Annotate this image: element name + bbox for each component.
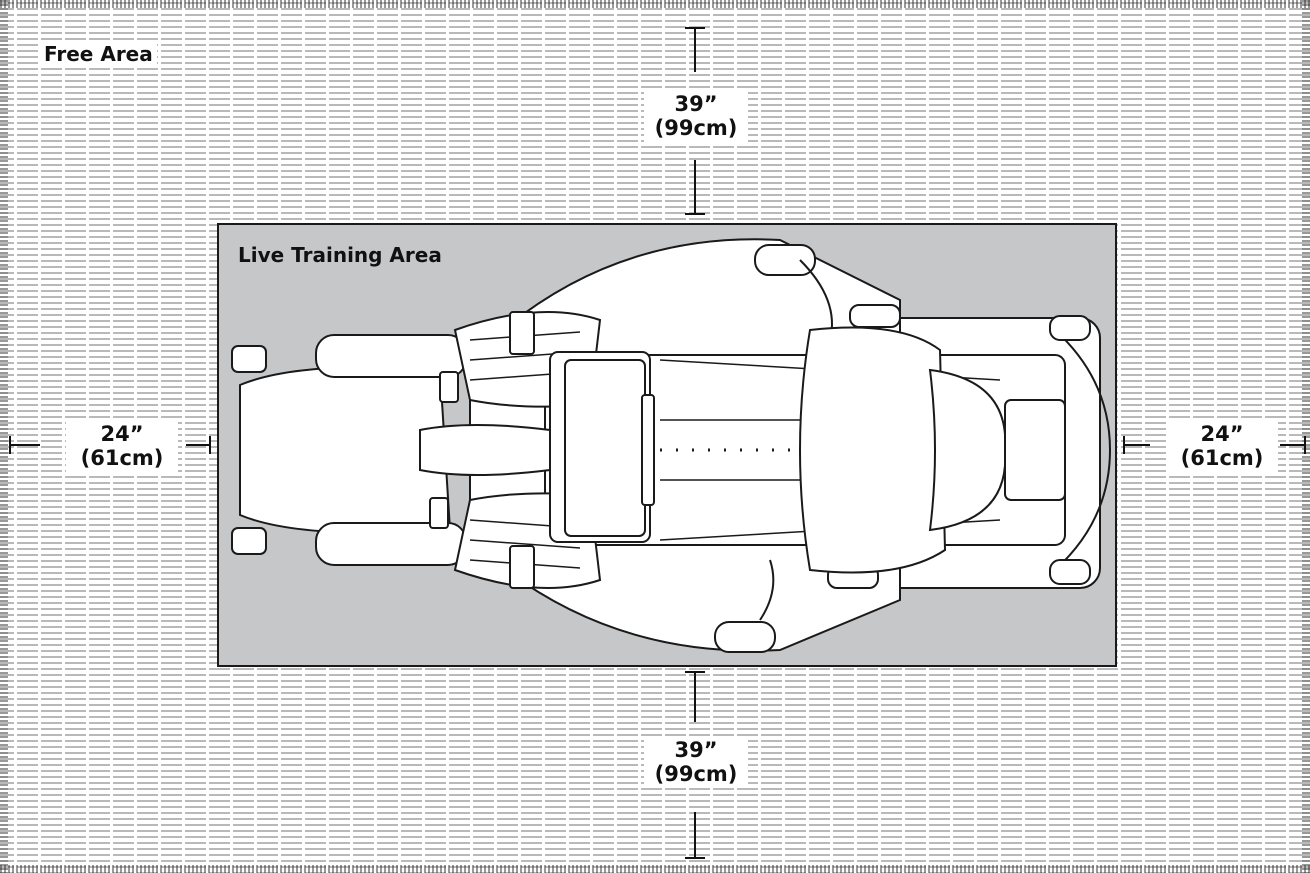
dimension-top-label: 39” (99cm) [644,90,748,143]
dimension-right [1123,436,1306,454]
dimension-left-metric: (61cm) [80,446,164,471]
rowing-machine-top-view-icon [231,238,1112,653]
dimension-top-metric: (99cm) [654,116,738,141]
dimension-top [685,27,705,215]
free-area-label: Free Area [40,43,157,66]
ruler-bottom-edge [0,865,1310,873]
ruler-left-edge [0,0,8,873]
dimension-right-imperial: 24” [1200,422,1244,446]
dimension-bottom [685,671,705,859]
dimension-bottom-imperial: 39” [674,738,718,762]
dimension-right-metric: (61cm) [1180,446,1264,471]
dimension-top-imperial: 39” [674,92,718,116]
dimension-right-label: 24” (61cm) [1166,420,1278,473]
ruler-top-edge [0,0,1310,8]
dimension-bottom-metric: (99cm) [654,762,738,787]
dimension-left-imperial: 24” [100,422,144,446]
live-training-area-label: Live Training Area [234,244,446,267]
dimension-bottom-label: 39” (99cm) [644,736,748,789]
dimension-left [9,436,211,454]
dimension-left-label: 24” (61cm) [66,420,178,473]
